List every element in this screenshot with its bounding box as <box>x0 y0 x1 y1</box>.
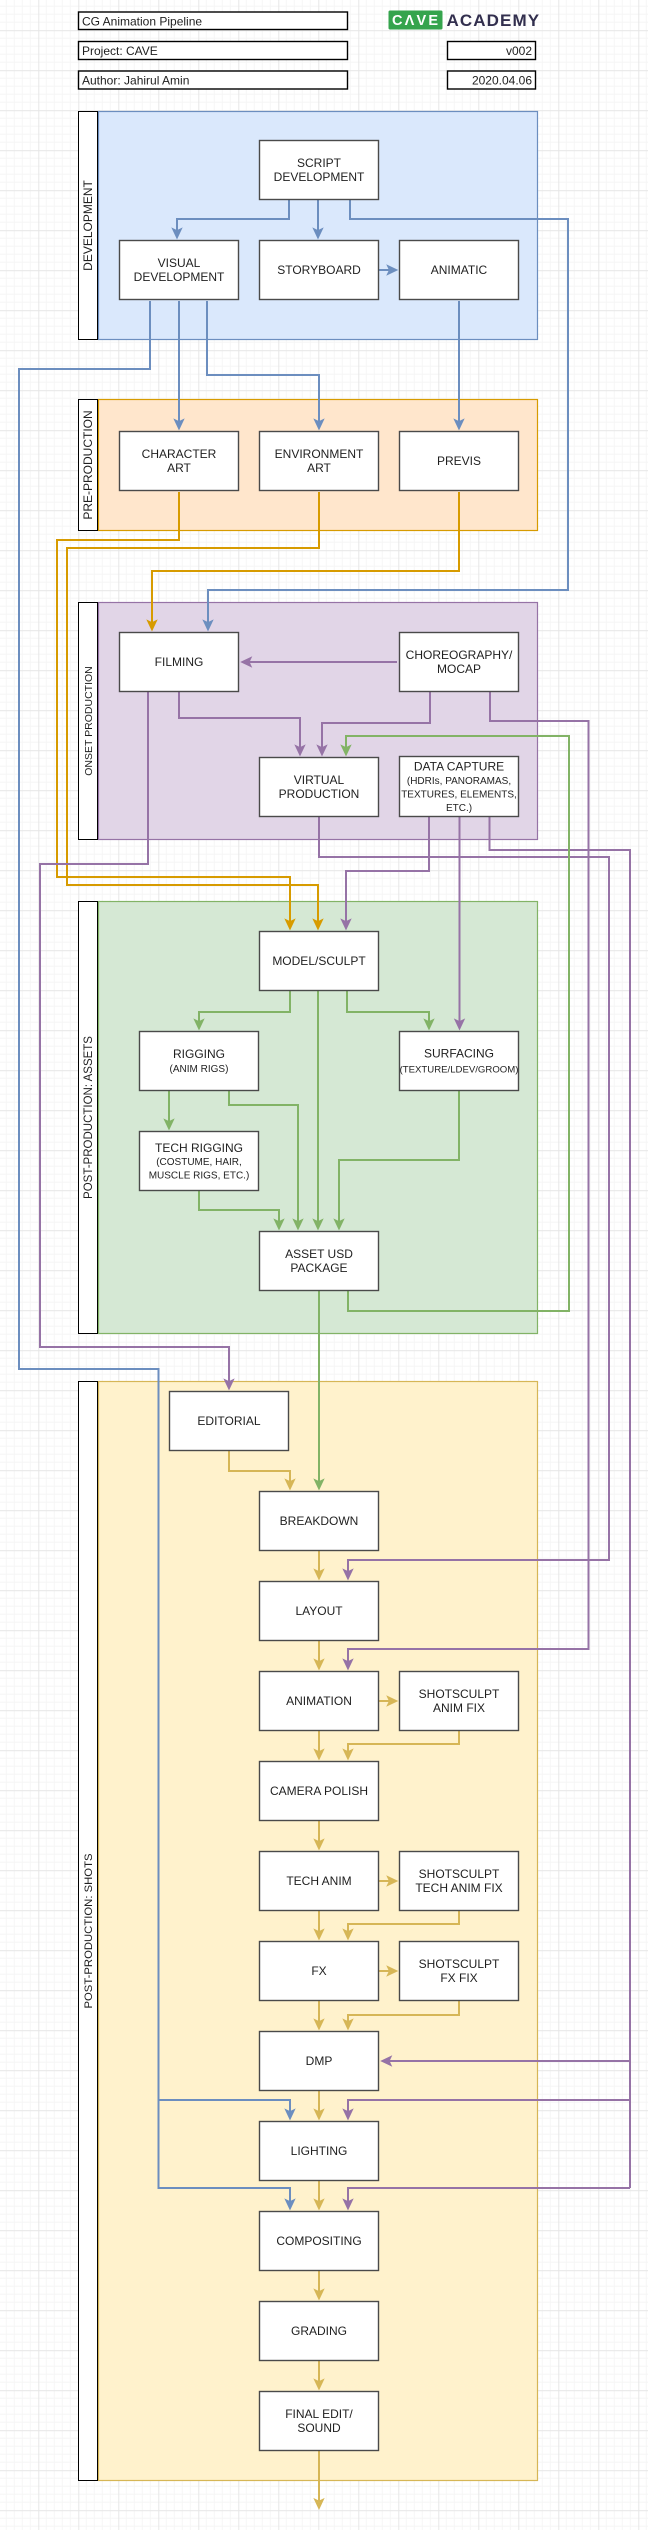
svg-text:(ANIM RIGS): (ANIM RIGS) <box>170 1064 229 1075</box>
svg-text:COMPOSITING: COMPOSITING <box>276 2234 361 2248</box>
svg-text:(COSTUME, HAIR,: (COSTUME, HAIR, <box>156 1157 242 1168</box>
svg-text:ANIM FIX: ANIM FIX <box>433 1701 485 1715</box>
svg-text:RIGGING: RIGGING <box>173 1047 225 1061</box>
svg-text:MODEL/SCULPT: MODEL/SCULPT <box>272 954 366 968</box>
svg-text:LIGHTING: LIGHTING <box>291 2144 348 2158</box>
svg-text:POST-PRODUCTION: SHOTS: POST-PRODUCTION: SHOTS <box>83 1853 95 2008</box>
svg-text:DATA CAPTURE: DATA CAPTURE <box>414 760 504 774</box>
svg-text:Author: Jahirul Amin: Author: Jahirul Amin <box>82 74 189 88</box>
svg-text:TECH RIGGING: TECH RIGGING <box>155 1141 243 1155</box>
svg-text:SOUND: SOUND <box>297 2421 341 2435</box>
svg-text:PREVIS: PREVIS <box>437 454 481 468</box>
svg-text:CHOREOGRAPHY/: CHOREOGRAPHY/ <box>406 648 513 662</box>
svg-text:ASSET USD: ASSET USD <box>285 1247 353 1261</box>
svg-text:SHOTSCULPT: SHOTSCULPT <box>419 1957 500 1971</box>
svg-text:DEVELOPMENT: DEVELOPMENT <box>274 170 365 184</box>
svg-text:ANIMATION: ANIMATION <box>286 1694 352 1708</box>
svg-text:DMP: DMP <box>306 2054 333 2068</box>
svg-text:ART: ART <box>167 461 191 475</box>
svg-text:FINAL EDIT/: FINAL EDIT/ <box>285 2407 353 2421</box>
svg-text:CG Animation Pipeline: CG Animation Pipeline <box>82 15 202 29</box>
svg-text:2020.04.06: 2020.04.06 <box>472 74 532 88</box>
svg-text:FX FIX: FX FIX <box>440 1971 477 1985</box>
svg-text:CAMERA POLISH: CAMERA POLISH <box>270 1784 368 1798</box>
svg-text:ETC.): ETC.) <box>446 803 472 814</box>
svg-text:EDITORIAL: EDITORIAL <box>197 1414 260 1428</box>
svg-text:PRE-PRODUCTION: PRE-PRODUCTION <box>81 410 95 519</box>
svg-text:VIRTUAL: VIRTUAL <box>294 773 345 787</box>
svg-text:CHARACTER: CHARACTER <box>142 447 217 461</box>
svg-text:DEVELOPMENT: DEVELOPMENT <box>134 270 225 284</box>
svg-text:SCRIPT: SCRIPT <box>297 156 342 170</box>
svg-text:GRADING: GRADING <box>291 2324 347 2338</box>
svg-text:STORYBOARD: STORYBOARD <box>277 263 361 277</box>
svg-text:DEVELOPMENT: DEVELOPMENT <box>81 179 95 270</box>
svg-text:TECH ANIM FIX: TECH ANIM FIX <box>415 1881 502 1895</box>
svg-text:TECH ANIM: TECH ANIM <box>286 1874 351 1888</box>
svg-text:LAYOUT: LAYOUT <box>295 1604 343 1618</box>
svg-text:CΛVE: CΛVE <box>392 13 440 29</box>
svg-text:(HDRIs, PANORAMAS,: (HDRIs, PANORAMAS, <box>407 776 511 787</box>
svg-text:(TEXTURE/LDEV/GROOM): (TEXTURE/LDEV/GROOM) <box>400 1065 519 1076</box>
svg-text:MOCAP: MOCAP <box>437 662 481 676</box>
svg-text:ENVIRONMENT: ENVIRONMENT <box>275 447 364 461</box>
svg-text:v002: v002 <box>506 44 532 58</box>
svg-text:ACADEMY: ACADEMY <box>447 11 541 30</box>
svg-text:TEXTURES, ELEMENTS,: TEXTURES, ELEMENTS, <box>401 789 517 800</box>
svg-text:ONSET PRODUCTION: ONSET PRODUCTION <box>83 666 95 775</box>
svg-text:SURFACING: SURFACING <box>424 1047 494 1061</box>
svg-text:MUSCLE RIGS, ETC.): MUSCLE RIGS, ETC.) <box>149 1171 250 1182</box>
svg-text:POST-PRODUCTION: ASSETS: POST-PRODUCTION: ASSETS <box>83 1036 95 1199</box>
svg-text:Project: CAVE: Project: CAVE <box>82 44 158 58</box>
svg-text:BREAKDOWN: BREAKDOWN <box>280 1514 359 1528</box>
svg-text:FX: FX <box>311 1964 326 1978</box>
svg-text:ANIMATIC: ANIMATIC <box>431 263 488 277</box>
svg-text:SHOTSCULPT: SHOTSCULPT <box>419 1687 500 1701</box>
svg-text:PRODUCTION: PRODUCTION <box>279 787 360 801</box>
svg-text:ART: ART <box>307 461 331 475</box>
svg-text:VISUAL: VISUAL <box>158 256 201 270</box>
svg-text:FILMING: FILMING <box>155 655 204 669</box>
svg-text:SHOTSCULPT: SHOTSCULPT <box>419 1867 500 1881</box>
svg-text:PACKAGE: PACKAGE <box>290 1261 347 1275</box>
